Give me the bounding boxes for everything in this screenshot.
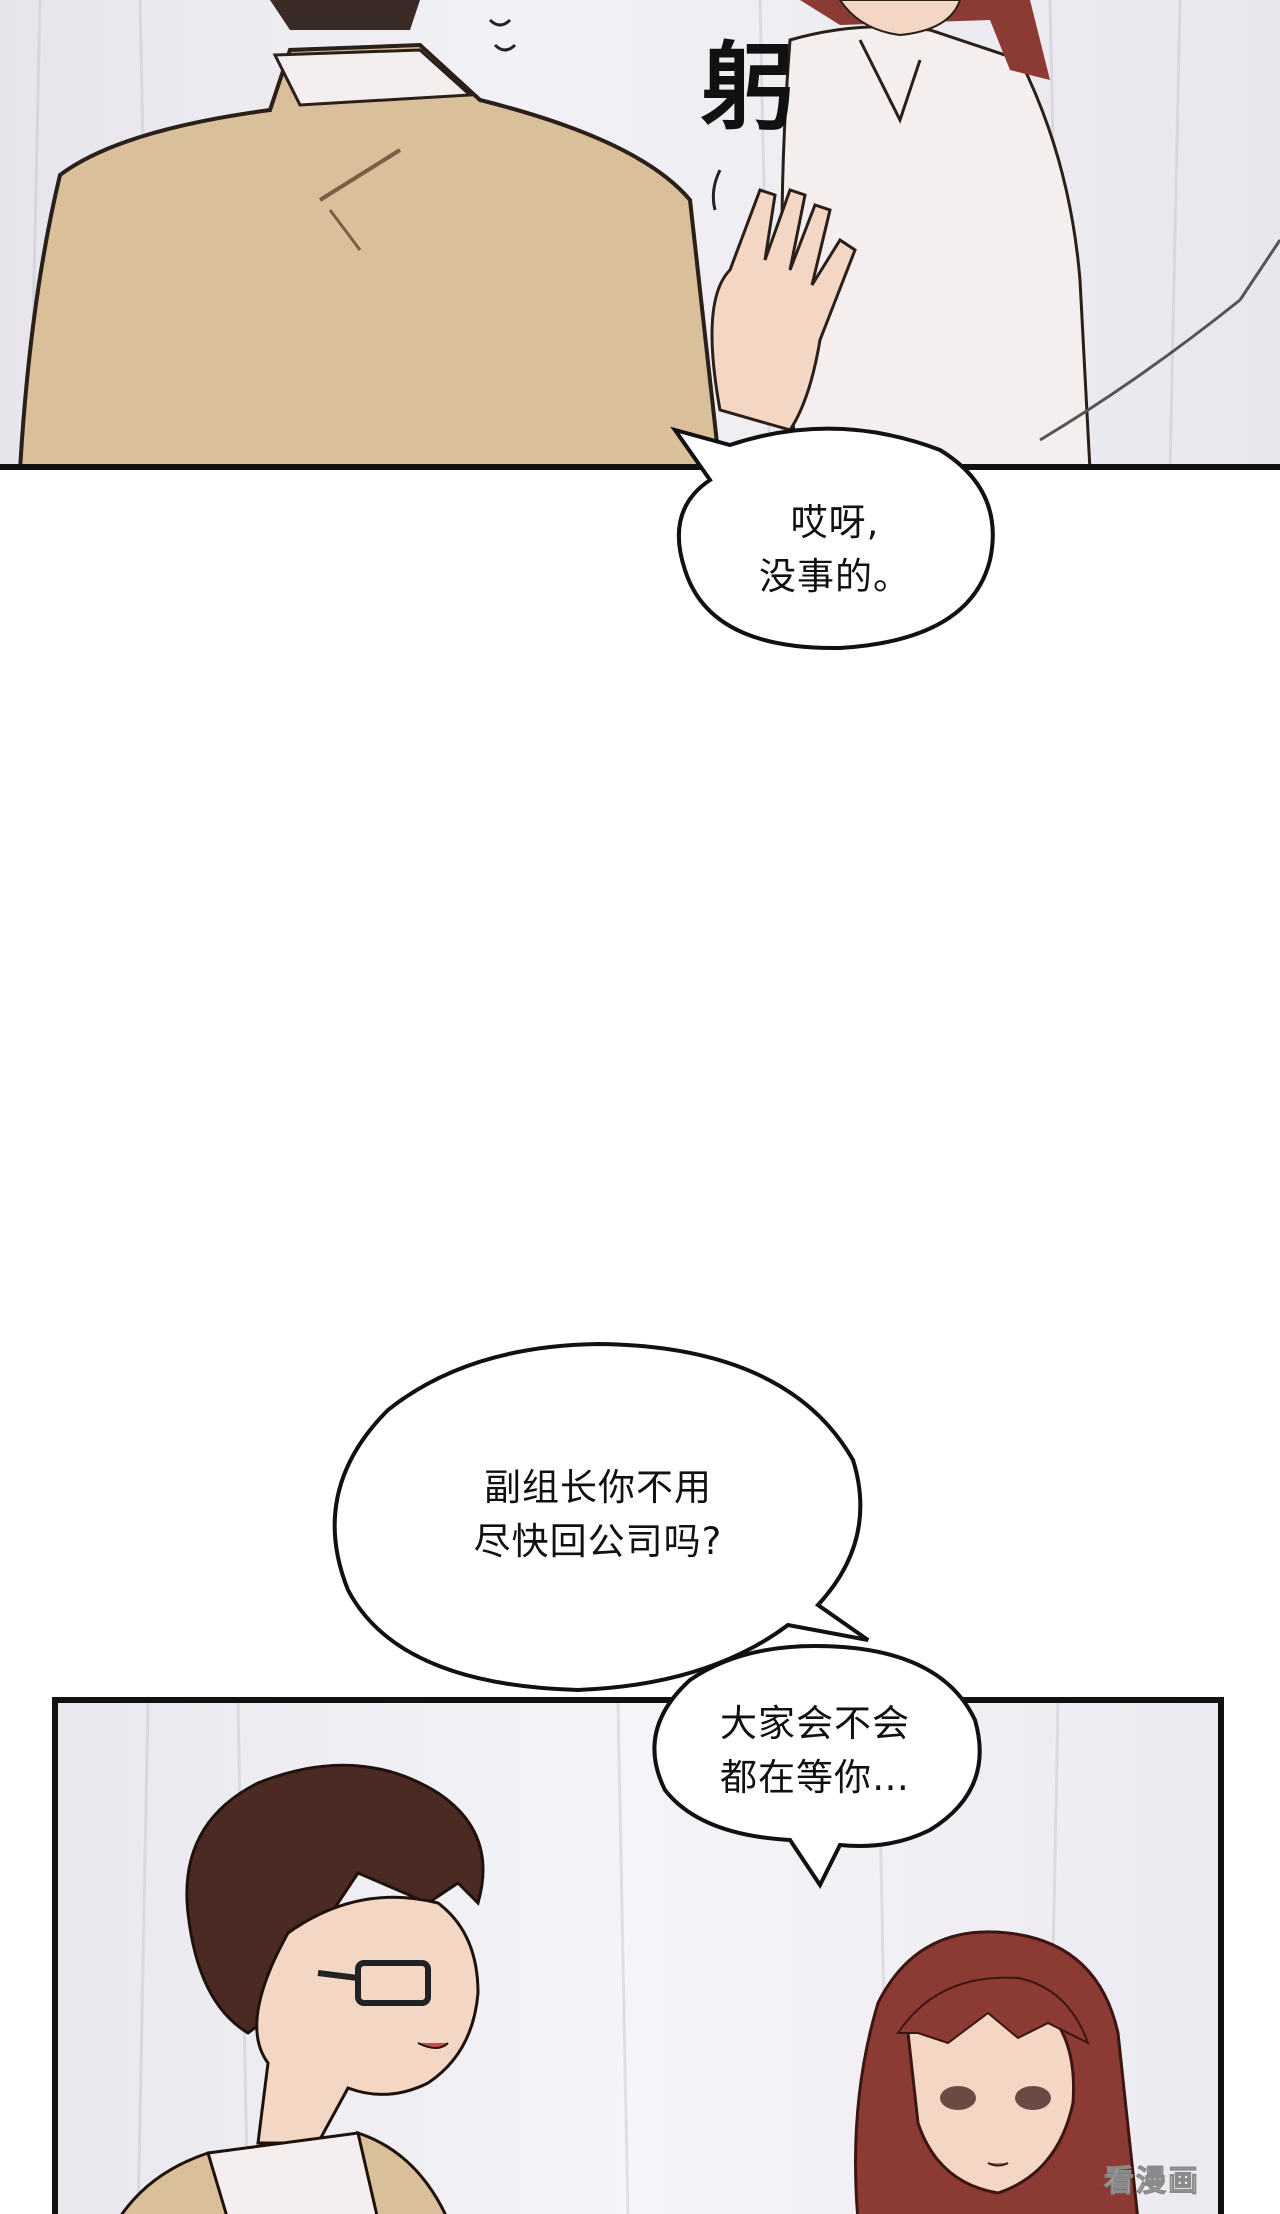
speech-bubble-bottom-line-1: 大家会不会 <box>720 1702 910 1745</box>
speech-bubble-middle-line-2: 尽快回公司吗? <box>473 1520 723 1563</box>
panel-bottom-artwork <box>120 1703 1139 2214</box>
speech-bubble-top-shape <box>670 426 995 651</box>
speech-bubble-middle: 副组长你不用 尽快回公司吗? <box>328 1340 870 1700</box>
watermark-text: 看漫画 <box>1104 2164 1200 2200</box>
comic-panel-bottom: 看漫画 <box>52 1697 1224 2214</box>
comic-panel-top: 躬 <box>0 0 1280 470</box>
speech-bubble-bottom: 大家会不会 都在等你… <box>640 1640 990 1889</box>
speech-bubble-middle-shape <box>332 1341 870 1693</box>
speech-bubble-top-line-1: 哎呀, <box>790 501 880 544</box>
speech-bubble-top: 哎呀, 没事的。 <box>670 420 1000 660</box>
sfx-bow-text: 躬 <box>700 32 796 144</box>
speech-bubble-bottom-shape <box>652 1643 982 1889</box>
panel-top-artwork <box>18 0 1280 464</box>
speech-bubble-top-line-2: 没事的。 <box>759 555 911 598</box>
speech-bubble-middle-line-1: 副组长你不用 <box>483 1466 712 1509</box>
speech-bubble-bottom-line-2: 都在等你… <box>720 1756 910 1799</box>
